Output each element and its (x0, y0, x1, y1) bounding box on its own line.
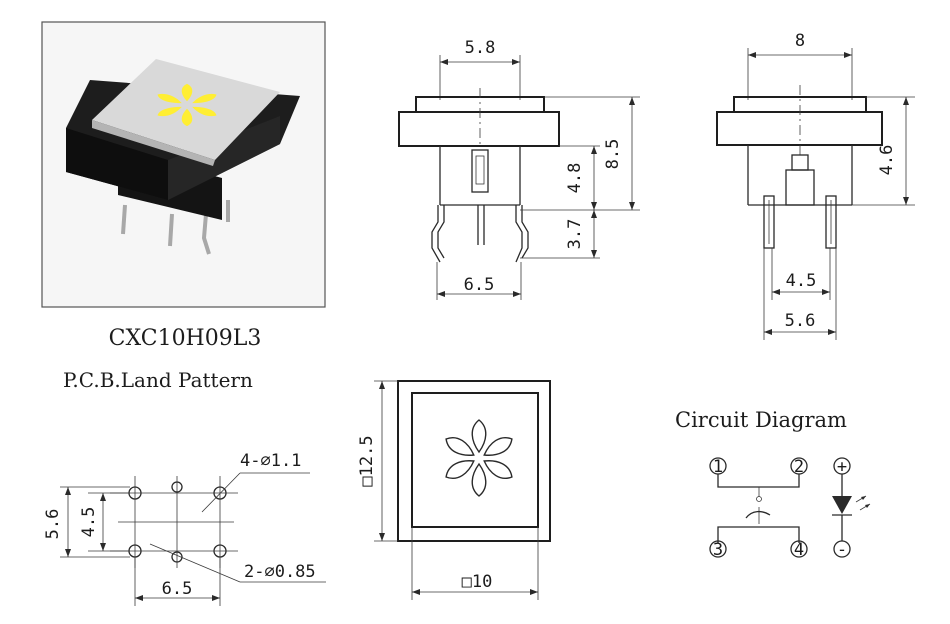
dim-total-height: 8.5 (603, 139, 623, 170)
dim-front-width: 8 (795, 31, 805, 51)
pin-4-label: 4 (794, 540, 804, 560)
dim-front-height: 4.6 (877, 145, 897, 176)
pin-3-label: 3 (713, 540, 723, 560)
circuit-title: Circuit Diagram (675, 408, 847, 432)
circuit-diagram: Circuit Diagram 1 2 3 4 + - (675, 408, 871, 560)
flower-outline-icon (442, 419, 516, 497)
dim-top-inner: □10 (462, 572, 493, 592)
hole-large (213, 486, 227, 500)
led-cathode-circle (833, 540, 851, 558)
dim-pin-spacing: 6.5 (464, 275, 495, 295)
flower-led-icon (154, 83, 220, 127)
dim-pin-length: 3.7 (565, 219, 585, 250)
side-view: 5.8 6.5 4.8 3 (398, 38, 640, 300)
model-label: CXC10H09L3 (109, 326, 262, 351)
hole-small-label: 2-⌀0.85 (244, 562, 316, 582)
pin-1-label: 1 (713, 457, 723, 477)
pcb-land-pattern: P.C.B.Land Pattern 4-⌀1.1 2-⌀0.85 5.6 4.… (43, 368, 326, 606)
product-photo (41, 21, 326, 308)
led-plus-label: + (837, 457, 847, 477)
hole-small (171, 551, 183, 563)
land-pattern-title: P.C.B.Land Pattern (63, 368, 253, 392)
pin-circle (709, 540, 727, 558)
dim-inner-width: 4.5 (786, 271, 817, 291)
hole-small (171, 481, 183, 493)
dim-top-outer: □12.5 (357, 435, 377, 486)
dim-pin-width: 5.6 (785, 311, 816, 331)
pin-2-label: 2 (794, 457, 804, 477)
dim-land-inner: 4.5 (79, 507, 99, 538)
front-view: 8 4.6 4.5 5.6 (716, 31, 915, 340)
led-minus-label: - (837, 540, 847, 560)
top-view: □12.5 □10 (357, 380, 551, 600)
dim-top-width: 5.8 (465, 38, 496, 58)
hole-large (213, 544, 227, 558)
led-diode-icon (832, 496, 852, 514)
dim-body-height: 4.8 (565, 163, 585, 194)
hole-large-label: 4-⌀1.1 (240, 451, 301, 471)
dim-land-outer: 5.6 (43, 509, 63, 540)
dim-land-width: 6.5 (162, 579, 193, 599)
pin-circle (790, 540, 808, 558)
